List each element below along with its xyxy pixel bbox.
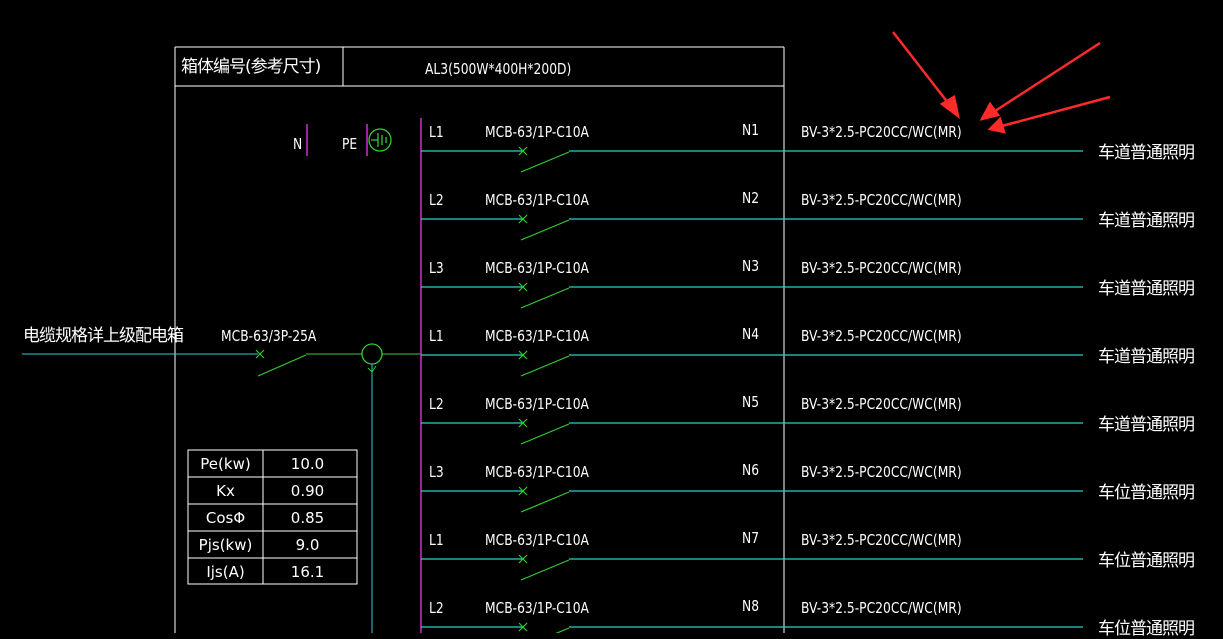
circuit-cable-label: BV-3*2.5-PC20CC/WC(MR): [801, 123, 962, 141]
circuit-id-label: N1: [742, 121, 760, 139]
panel-header-value: AL3(500W*400H*200D): [425, 60, 572, 78]
circuit-id-label: N8: [742, 597, 760, 615]
circuit-load-label: 车道普通照明: [1098, 279, 1195, 299]
circuit-breaker-label: MCB-63/1P-C10A: [485, 463, 589, 481]
load-value-cos: 0.85: [290, 509, 325, 527]
circuit-phase-label: L3: [429, 259, 444, 277]
circuit-cable-label: BV-3*2.5-PC20CC/WC(MR): [801, 463, 962, 481]
circuit-id-label: N2: [742, 189, 760, 207]
circuit-id-label: N7: [742, 529, 760, 547]
pe-ground-icon: [366, 124, 392, 156]
current-transformer-icon: [361, 343, 383, 365]
pe-terminal-label: PE: [342, 135, 358, 153]
load-value-pe: 10.0: [290, 455, 325, 473]
circuit-wire: [421, 418, 1083, 445]
incoming-breaker-label: MCB-63/3P-25A: [221, 327, 317, 345]
circuit-cable-label: BV-3*2.5-PC20CC/WC(MR): [801, 599, 962, 617]
circuit-id-label: N5: [742, 393, 760, 411]
circuit-load-label: 车位普通照明: [1098, 551, 1195, 571]
circuit-wire: [421, 486, 1083, 513]
load-param-ijs: Ijs(A): [206, 563, 245, 581]
circuit-breaker-label: MCB-63/1P-C10A: [485, 123, 589, 141]
circuit-load-label: 车位普通照明: [1098, 483, 1195, 503]
circuit-id-label: N6: [742, 461, 760, 479]
circuit-phase-label: L1: [429, 531, 444, 549]
circuit-wire: [421, 282, 1083, 309]
circuit-breaker-label: MCB-63/1P-C10A: [485, 191, 589, 209]
circuit-cable-label: BV-3*2.5-PC20CC/WC(MR): [801, 531, 962, 549]
circuit-breaker-label: MCB-63/1P-C10A: [485, 327, 589, 345]
circuit-breaker-label: MCB-63/1P-C10A: [485, 259, 589, 277]
circuit-wire: [421, 214, 1083, 241]
load-table-grid: [187, 449, 358, 585]
circuit-phase-label: L1: [429, 123, 444, 141]
circuit-phase-label: L2: [429, 395, 444, 413]
circuit-load-label: 车道普通照明: [1098, 143, 1195, 163]
annotation-arrows: [892, 31, 1111, 134]
circuit-phase-label: L3: [429, 463, 444, 481]
circuit-load-label: 车道普通照明: [1098, 415, 1195, 435]
arrow-head-icon: [939, 95, 960, 119]
arrow-head-icon: [979, 101, 1001, 121]
circuit-phase-label: L2: [429, 599, 444, 617]
circuit-cable-label: BV-3*2.5-PC20CC/WC(MR): [801, 191, 962, 209]
circuit-load-label: 车位普通照明: [1098, 619, 1195, 639]
circuit-wire: [421, 146, 1083, 173]
load-param-pjs: Pjs(kw): [198, 536, 253, 554]
circuit-wire: [421, 554, 1083, 581]
panel-header-label: 箱体编号(参考尺寸): [181, 57, 321, 77]
incoming-feeder: [22, 343, 421, 633]
circuit-wire: [421, 622, 1083, 633]
circuit-id-label: N4: [742, 325, 760, 343]
incoming-source-label: 电缆规格详上级配电箱: [23, 326, 184, 346]
load-value-pjs: 9.0: [295, 536, 320, 554]
circuit-wire: [421, 350, 1083, 377]
arrow-head-icon: [987, 116, 1006, 134]
circuit-load-label: 车道普通照明: [1098, 211, 1195, 231]
circuit-phase-label: L2: [429, 191, 444, 209]
circuit-id-label: N3: [742, 257, 760, 275]
circuit-load-label: 车道普通照明: [1098, 347, 1195, 367]
circuit-cable-label: BV-3*2.5-PC20CC/WC(MR): [801, 327, 962, 345]
circuit-cable-label: BV-3*2.5-PC20CC/WC(MR): [801, 259, 962, 277]
load-param-pe: Pe(kw): [200, 455, 251, 473]
load-value-kx: 0.90: [290, 482, 325, 500]
circuit-breaker-label: MCB-63/1P-C10A: [485, 599, 589, 617]
circuit-breaker-label: MCB-63/1P-C10A: [485, 531, 589, 549]
load-param-cos: CosΦ: [205, 509, 246, 527]
circuit-breaker-label: MCB-63/1P-C10A: [485, 395, 589, 413]
circuit-cable-label: BV-3*2.5-PC20CC/WC(MR): [801, 395, 962, 413]
n-terminal-label: N: [293, 135, 303, 153]
load-value-ijs: 16.1: [290, 563, 325, 581]
load-param-kx: Kx: [216, 482, 235, 500]
panel-frame: [174, 46, 785, 633]
circuit-phase-label: L1: [429, 327, 444, 345]
